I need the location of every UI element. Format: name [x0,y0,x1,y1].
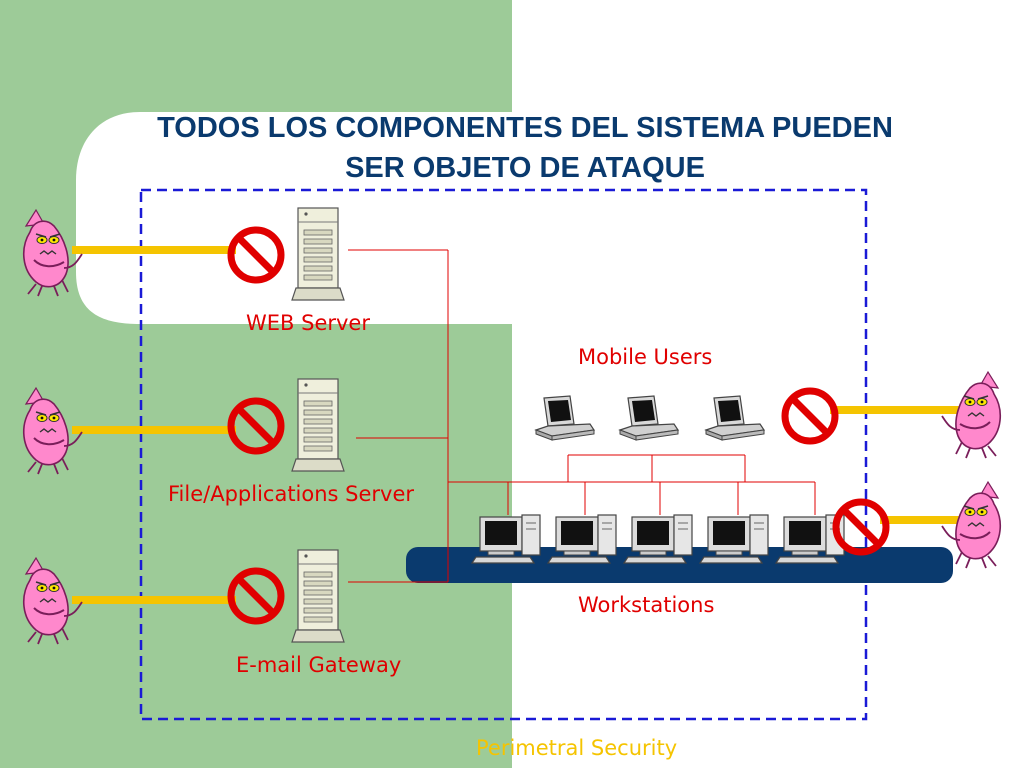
block-sign-icon [785,391,835,441]
web-server-icon [291,207,345,301]
network-bus [406,547,953,583]
file-server-label: File/Applications Server [168,482,415,506]
web-server-label: WEB Server [246,311,370,335]
perimeter-boundary [139,188,868,721]
laptop-icon [535,395,595,441]
email-gateway-icon [291,549,345,643]
perimetral-security-label: Perimetral Security [476,736,678,760]
mobile-users-label: Mobile Users [578,345,713,369]
title-line-1: TODOS LOS COMPONENTES DEL SISTEMA PUEDEN [157,112,893,144]
laptop-icon [619,395,679,441]
laptop-icon [705,395,765,441]
title-line-2: SER OBJETO DE ATAQUE [345,152,705,184]
white-callout-shape [76,112,512,324]
network-lines [348,249,816,583]
file-server-icon [291,378,345,472]
attacker-creature-icon [941,371,1002,459]
slide-title: TODOS LOS COMPONENTES DEL SISTEMA PUEDEN… [60,108,990,188]
workstations-label: Workstations [578,593,715,617]
email-gateway-label: E-mail Gateway [236,653,402,677]
attack-lines [72,246,960,604]
